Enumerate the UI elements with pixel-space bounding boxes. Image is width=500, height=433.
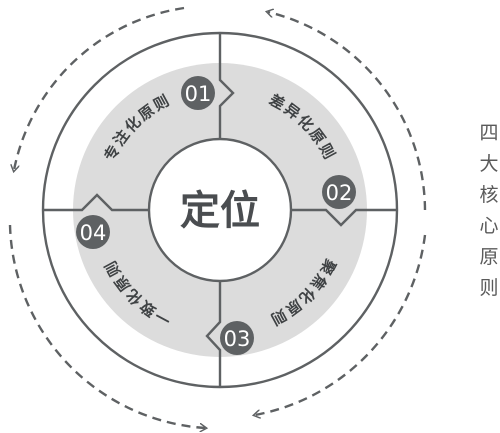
side-title-char: 原 — [479, 246, 499, 268]
divider-right — [290, 208, 397, 227]
cycle-arrow-bottom-right — [255, 234, 427, 415]
cycle-arrows — [8, 6, 427, 428]
cycle-arrow-top-left — [14, 6, 185, 170]
badge-01: 01 — [181, 76, 215, 110]
badge-03: 03 — [220, 321, 254, 355]
center-circle — [147, 137, 293, 283]
divider-top — [218, 33, 235, 140]
badge-03-number: 03 — [224, 327, 251, 351]
badge-04: 04 — [76, 215, 110, 249]
cycle-arrow-top-right — [268, 12, 427, 211]
side-title: 四 大 核 心 原 则 — [476, 118, 500, 304]
divider-bottom — [205, 280, 222, 387]
side-title-char: 四 — [479, 122, 499, 144]
cycle-arrow-bottom-left — [8, 224, 205, 428]
side-title-char: 核 — [479, 184, 499, 206]
divider-left — [43, 193, 150, 212]
side-title-char: 则 — [479, 277, 499, 299]
quadrant-dividers — [43, 33, 397, 387]
side-title-char: 心 — [479, 215, 499, 237]
center-title: 定位 — [180, 188, 260, 234]
badge-04-number: 04 — [80, 221, 107, 245]
side-title-char: 大 — [479, 153, 499, 175]
badge-02-number: 02 — [326, 181, 353, 205]
badge-02: 02 — [322, 175, 356, 209]
badge-01-number: 01 — [185, 82, 212, 106]
